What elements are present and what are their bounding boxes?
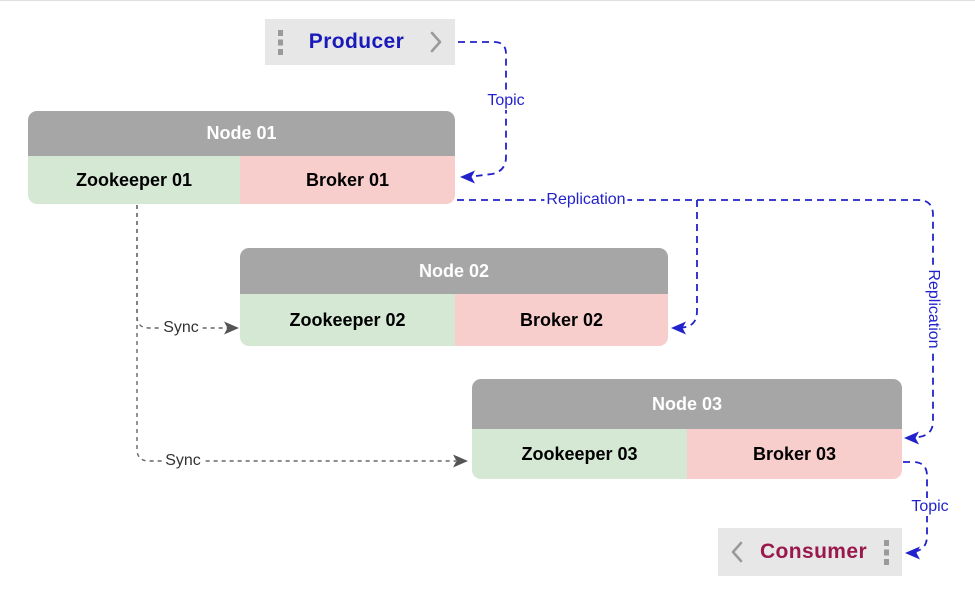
producer-label: Producer	[308, 30, 405, 53]
edge-label-replication-vertical: Replication	[924, 267, 942, 351]
arrowhead-zookeeper2	[224, 321, 239, 335]
node-02-title: Node 02	[240, 248, 668, 294]
edge-label-replication-horizontal: Replication	[544, 191, 628, 209]
node-01: Node 01 Zookeeper 01 Broker 01	[28, 111, 455, 204]
edge-label-topic-consumer: Topic	[909, 498, 951, 516]
chevron-left-icon	[731, 541, 743, 563]
arrowhead-broker3	[904, 431, 919, 445]
broker-01-cell: Broker 01	[240, 156, 455, 204]
zookeeper-03-cell: Zookeeper 03	[472, 429, 687, 479]
edge-replication-branch-broker2	[677, 200, 698, 329]
consumer-label: Consumer	[759, 540, 868, 563]
edge-sync-zk1-to-zk2	[136, 205, 228, 329]
producer-box: Producer	[265, 19, 455, 65]
zookeeper-01-cell: Zookeeper 01	[28, 156, 240, 204]
chevron-right-icon	[430, 31, 442, 53]
node-03-title: Node 03	[472, 379, 902, 429]
node-02-row: Zookeeper 02 Broker 02	[240, 294, 668, 346]
vertical-dashes-icon	[884, 539, 889, 565]
arrowhead-broker1	[460, 170, 475, 184]
zookeeper-02-cell: Zookeeper 02	[240, 294, 455, 346]
node-01-title: Node 01	[28, 111, 455, 156]
node-03-row: Zookeeper 03 Broker 03	[472, 429, 902, 479]
edge-label-sync-node3: Sync	[163, 452, 203, 470]
broker-03-cell: Broker 03	[687, 429, 902, 479]
arrowhead-consumer	[905, 546, 920, 560]
broker-02-cell: Broker 02	[455, 294, 668, 346]
edge-label-sync-node2: Sync	[161, 319, 201, 337]
arrowhead-zookeeper3	[453, 454, 468, 468]
consumer-box: Consumer	[718, 528, 902, 576]
edge-label-topic-producer: Topic	[485, 92, 527, 110]
node-03: Node 03 Zookeeper 03 Broker 03	[472, 379, 902, 479]
arrowhead-broker2	[671, 321, 686, 335]
node-01-row: Zookeeper 01 Broker 01	[28, 156, 455, 204]
vertical-dashes-icon	[278, 29, 283, 55]
node-02: Node 02 Zookeeper 02 Broker 02	[240, 248, 668, 346]
